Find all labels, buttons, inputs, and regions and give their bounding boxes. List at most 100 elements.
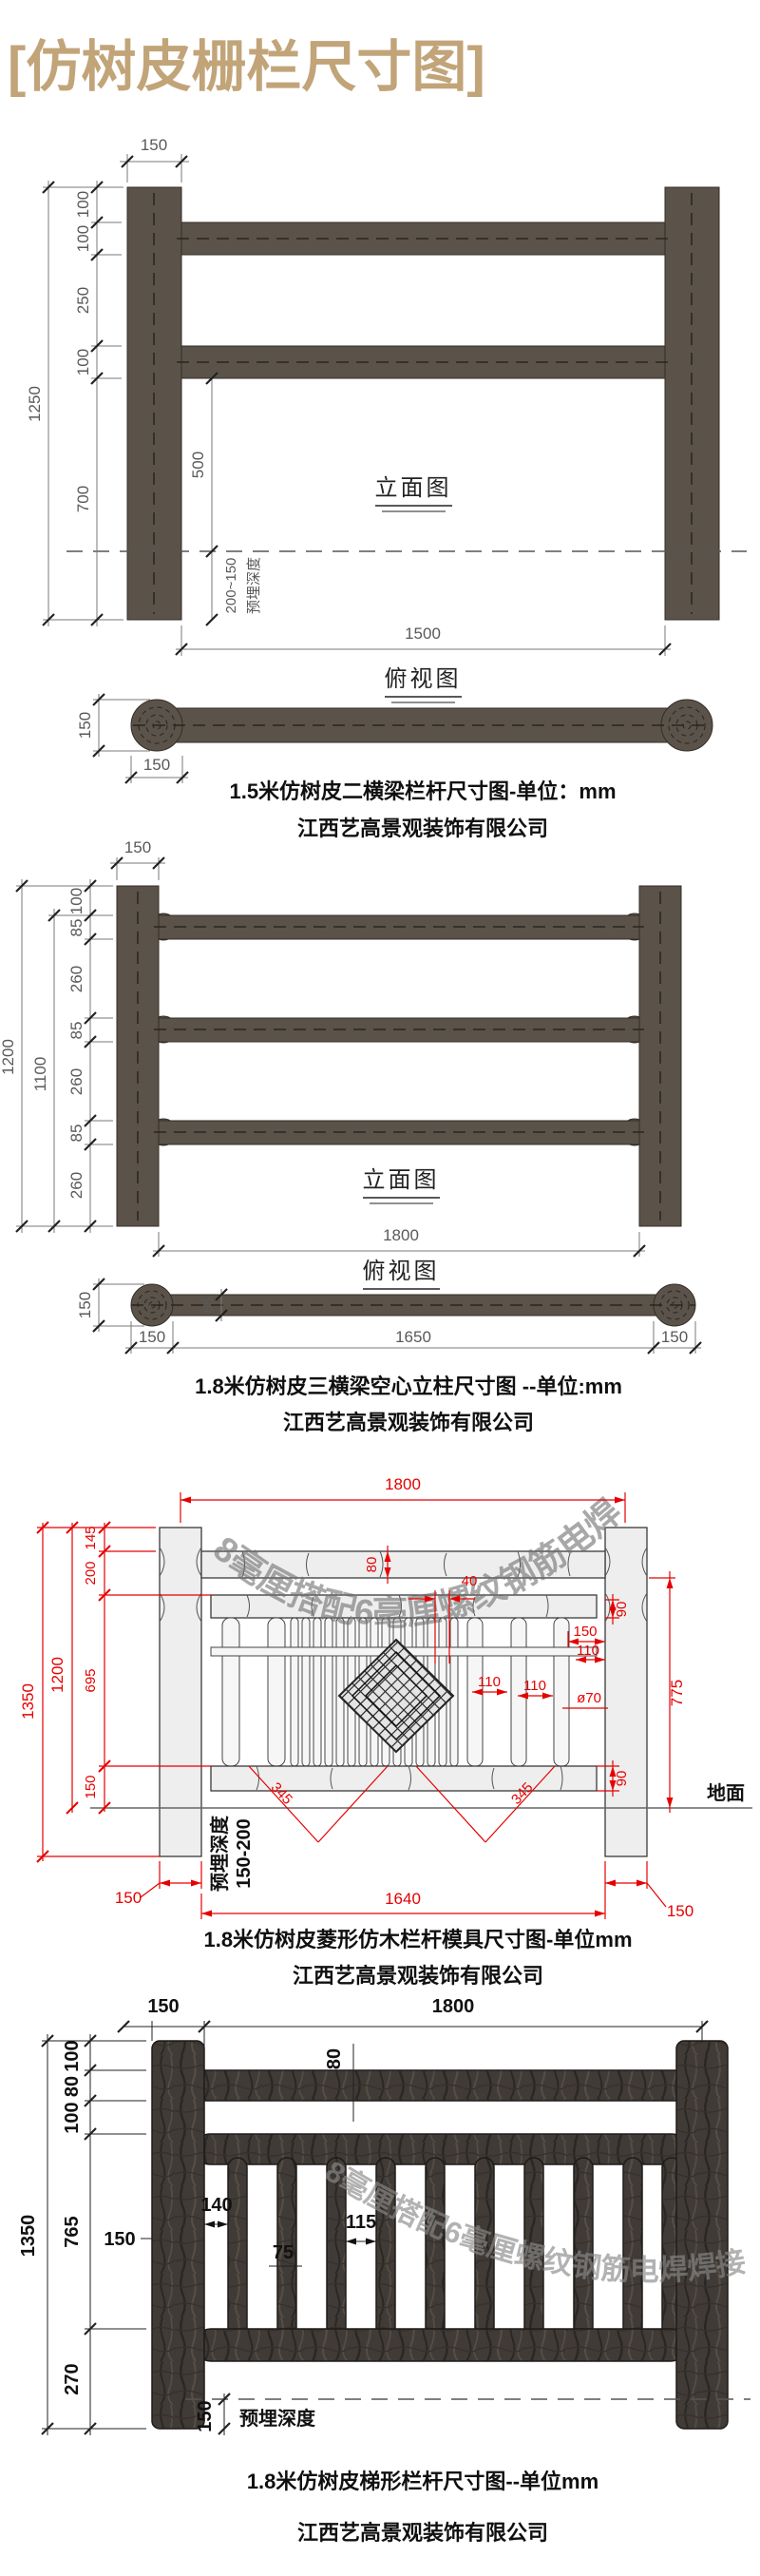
d4-dim-span: 1800 — [432, 1996, 475, 2017]
d3-diamond-lattice — [337, 1638, 455, 1754]
d2-dim-lines — [16, 857, 645, 1257]
d2-plan-dim-diameter: 150 — [76, 1292, 94, 1318]
d2-plan-view: 150 85 150 1650 150 — [76, 1277, 703, 1355]
d3-dim-110a: 110 — [577, 1643, 599, 1659]
d4-dim-embed-depth: 150 — [195, 2400, 216, 2432]
d4-dim-post-width: 150 — [104, 2229, 135, 2250]
d4-bottom-rail — [194, 2328, 688, 2362]
d2-dim-seg7: 260 — [67, 1172, 86, 1199]
d3-left-post — [159, 1527, 202, 1857]
d1-company: 江西艺高景观装饰有限公司 — [297, 817, 548, 840]
d1-plan-dim-diameter: 150 — [76, 712, 94, 739]
d4-embed-label: 预埋深度 — [239, 2407, 316, 2430]
d4-dim-bar-width: 75 — [273, 2242, 294, 2263]
d4-dim-seg1: 100 — [62, 2040, 83, 2071]
d1-dim-embed-range: 200~150 — [223, 558, 239, 614]
d4-dim-gap115: 115 — [346, 2212, 376, 2233]
d2-plan-dim-rail-width: 85 — [200, 1298, 217, 1314]
d2-dim-seg5: 260 — [67, 1068, 86, 1095]
d1-embed-label: 预埋深度 — [246, 557, 262, 614]
d1-dim-seg2: 100 — [74, 225, 92, 252]
d3-structure: 地面 — [90, 1527, 752, 1857]
d1-dim-post-width: 150 — [141, 136, 167, 154]
d3-dim-seg3: 695 — [83, 1668, 99, 1692]
d2-plan-dim-end-left: 150 — [139, 1328, 165, 1346]
d1-dim-lines — [43, 154, 671, 656]
d4-top-rail — [189, 2069, 693, 2102]
d1-dim-seg5: 700 — [74, 486, 92, 512]
d2-dim-seg1: 100 — [67, 888, 86, 914]
d3-red-dim-lines — [37, 1492, 675, 1919]
d3-dim-110c: 110 — [523, 1678, 546, 1694]
d2-dim-seg6: 85 — [67, 1125, 86, 1143]
d2-dim-seg4: 85 — [67, 1022, 86, 1040]
d3-dim-rail-height: 80 — [364, 1557, 380, 1573]
d4-dim-lines — [42, 2021, 703, 2435]
d2-plan-dim-mid: 1650 — [395, 1328, 431, 1346]
d2-plan-label: 俯视图 — [363, 1259, 440, 1284]
d1-plan-label: 俯视图 — [385, 666, 462, 692]
d1-dim-to-ground: 500 — [189, 452, 207, 478]
d3-panel-top-rail — [210, 1594, 598, 1619]
d3-top-rail — [200, 1550, 606, 1579]
d3-dim-bottom-left: 150 — [115, 1889, 142, 1907]
d3-embed-label: 预埋深度 — [208, 1815, 231, 1892]
d3-panel-top-rail-marks — [246, 1594, 549, 1618]
d1-plan-dim-width: 150 — [143, 756, 170, 774]
d4-right-post — [675, 2040, 729, 2430]
d3-dim-bottom-right: 150 — [667, 1902, 694, 1920]
d4-structure — [151, 2040, 750, 2430]
d3-dim-90-top: 90 — [614, 1602, 630, 1618]
d1-dim-seg3: 250 — [74, 287, 92, 314]
d1-elevation-label: 立面图 — [375, 475, 452, 501]
d2-plan-label-group: 俯视图 — [363, 1259, 440, 1296]
d1-dim-seg1: 100 — [74, 191, 92, 218]
d4-company: 江西艺高景观装饰有限公司 — [297, 2521, 548, 2545]
d4-dimensions: 150 1800 1350 100 80 100 765 270 150 140… — [18, 1996, 710, 2436]
d4-dim-seg3: 100 — [62, 2102, 83, 2133]
d3-dim-seg2: 200 — [83, 1561, 99, 1585]
d2-dim-span: 1800 — [383, 1226, 419, 1244]
drawing-2: 150 1200 1100 100 85 260 85 260 85 260 1… — [0, 838, 703, 1434]
d4-dim-total-height: 1350 — [18, 2215, 39, 2258]
d3-dim-span-bottom: 1640 — [385, 1890, 421, 1908]
d3-dim-seg1: 145 — [83, 1526, 99, 1549]
d4-dim-post-width-top: 150 — [147, 1996, 179, 2017]
d1-elevation-structure — [66, 186, 747, 621]
d1-dimensions: 150 1250 100 100 250 100 700 500 200~150… — [26, 136, 673, 657]
drawing-1: 150 1250 100 100 250 100 700 500 200~150… — [26, 136, 747, 840]
d3-bottom-rail-marks — [256, 1765, 563, 1791]
d3-post-notches — [159, 1547, 648, 1623]
page-title: [仿树皮栅栏尺寸图] — [8, 36, 485, 98]
d2-caption: 1.8米仿树皮三横梁空心立柱尺寸图 --单位:mm — [195, 1375, 622, 1398]
d3-dim-90-bottom: 90 — [614, 1771, 630, 1787]
d1-plan-view: 150 150 — [76, 692, 713, 785]
d3-bottom-rail — [210, 1765, 598, 1792]
d1-caption: 1.5米仿树皮二横梁栏杆尺寸图-单位：mm — [229, 779, 616, 803]
d2-dim-seg3: 260 — [67, 966, 86, 992]
d4-dim-gap140: 140 — [200, 2195, 232, 2216]
d1-dim-total-height: 1250 — [26, 386, 44, 422]
d2-company: 江西艺高景观装饰有限公司 — [283, 1411, 534, 1434]
d2-dim-total-height: 1200 — [0, 1039, 17, 1075]
d2-plan-dim-lines — [93, 1278, 701, 1354]
d3-top-rail-marks — [241, 1550, 571, 1578]
d2-centerlines — [137, 892, 661, 1221]
d4-dim-rail-height: 80 — [324, 2048, 345, 2069]
d3-embed-range: 150-200 — [234, 1818, 255, 1888]
d1-plan-label-group: 俯视图 — [385, 666, 462, 703]
d2-dimensions: 150 1200 1100 100 85 260 85 260 85 260 1… — [0, 838, 647, 1259]
d2-dim-inner-height: 1100 — [31, 1057, 49, 1092]
d3-dim-total-height: 1350 — [19, 1683, 37, 1720]
d4-dim-seg4: 765 — [62, 2216, 83, 2247]
d1-centerlines — [153, 193, 693, 614]
d3-dim-dia70: ø70 — [577, 1690, 601, 1706]
d2-plan-dim-end-right: 150 — [661, 1328, 688, 1346]
d3-dim-150: 150 — [573, 1624, 597, 1640]
d3-dim-gap40: 40 — [462, 1573, 478, 1589]
d4-dim-seg5: 270 — [62, 2363, 83, 2394]
d1-dim-span: 1500 — [405, 625, 441, 643]
d4-left-post — [151, 2040, 205, 2430]
